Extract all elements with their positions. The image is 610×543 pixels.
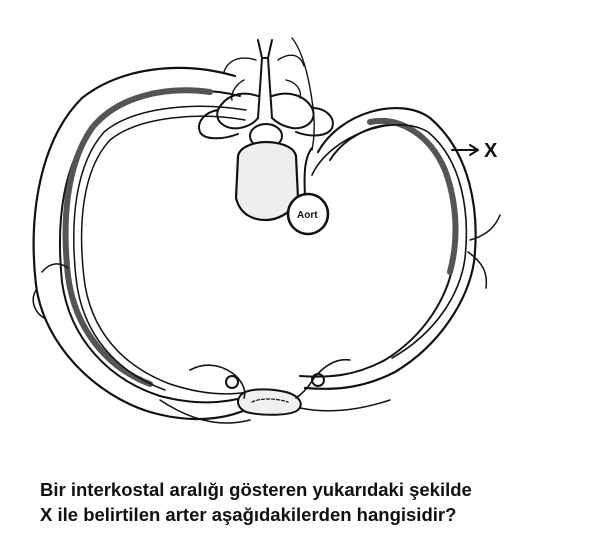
x-pointer-arrow <box>451 144 479 156</box>
left-lateral-branch-2 <box>32 289 45 319</box>
left-intercostal-vessel <box>73 105 247 391</box>
intercostal-space-diagram: Aort X <box>32 37 501 424</box>
spinal-nerve-root-right <box>277 54 305 99</box>
anterior-right-curve <box>295 358 351 399</box>
right-chest-wall-inner <box>299 123 457 378</box>
right-chest-wall-outer <box>303 106 477 390</box>
right-rib <box>367 117 459 275</box>
left-intercostal-nerve <box>80 115 249 395</box>
x-label: X <box>484 140 498 162</box>
question-line-1: Bir interkostal aralığı gösteren yukarıd… <box>40 479 472 500</box>
right-lateral-branch <box>469 214 501 241</box>
left-rib <box>62 87 213 387</box>
anterior-left-curve <box>189 364 246 399</box>
dorsal-branch-line <box>291 37 315 151</box>
internal-thoracic-vessel-left <box>225 375 239 389</box>
question-line-2: X ile belirtilen arter aşağıdakilerden h… <box>40 504 457 525</box>
left-lateral-branch <box>41 263 69 273</box>
left-chest-wall-outer <box>32 66 252 421</box>
aorta <box>286 192 330 236</box>
aorta-label: Aort <box>297 210 318 221</box>
posterior-intercostal-artery-x <box>311 124 468 359</box>
right-lateral-branch-2 <box>467 251 488 289</box>
sternum <box>237 388 302 416</box>
vertebra-lamina-left <box>216 92 259 130</box>
skin-contour-bottom <box>159 399 391 424</box>
vertebra-spinous-process <box>257 39 273 119</box>
vertebra-transverse-right <box>295 107 334 137</box>
spinal-nerve-root-left <box>223 57 257 101</box>
aorta-branch-connector <box>303 147 313 197</box>
sternum-marrow <box>251 398 289 403</box>
vertebra-lamina-right <box>271 92 315 130</box>
vertebra-transverse-left <box>198 109 239 140</box>
